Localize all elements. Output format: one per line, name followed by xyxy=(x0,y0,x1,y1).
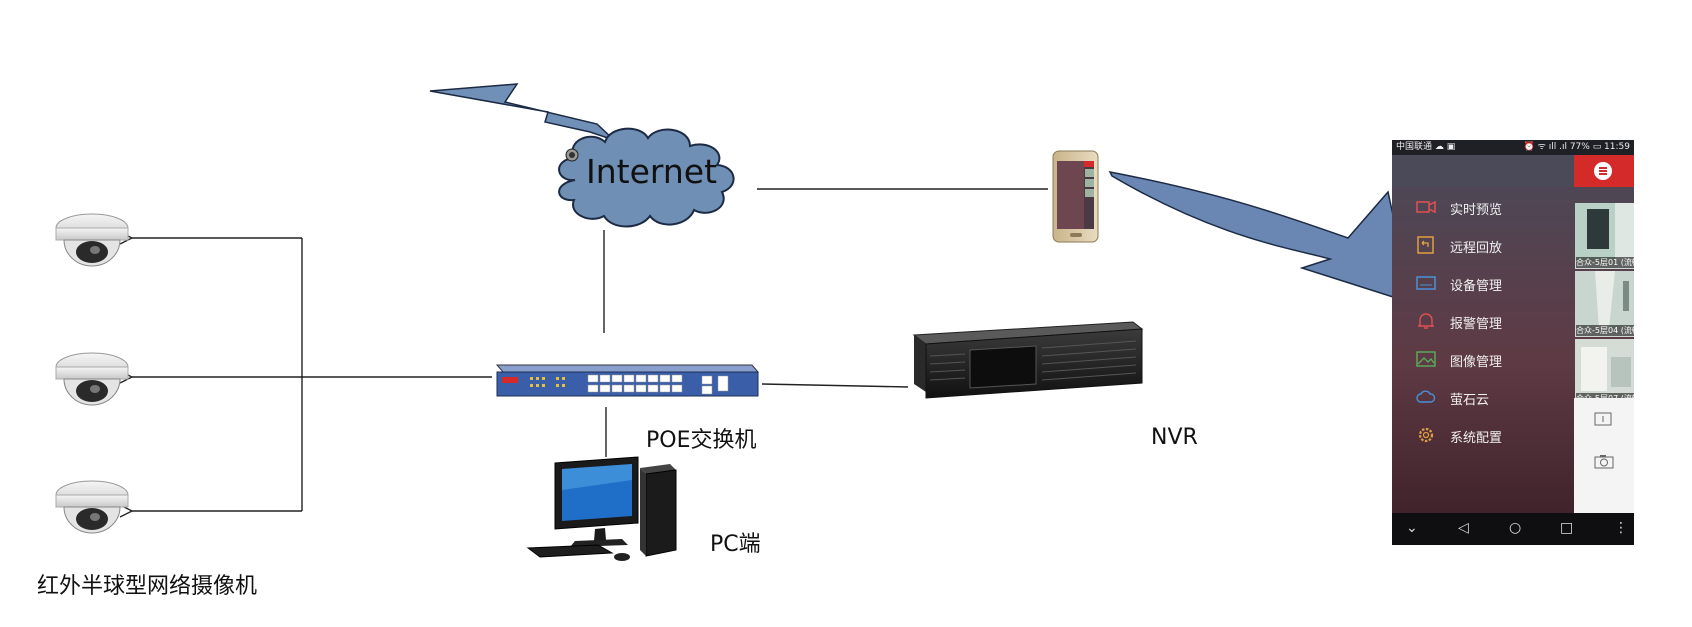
device-icon xyxy=(1416,276,1436,290)
lightning-bolt-icon xyxy=(429,83,615,141)
menu-label: 图像管理 xyxy=(1450,355,1503,370)
camera-snapshot-icon[interactable] xyxy=(1594,454,1614,469)
pc-label: PC端 xyxy=(710,532,761,557)
camera-thumbnail[interactable]: 合众-5层04 (流畅 xyxy=(1575,271,1634,337)
thumbnail-caption: 合众-5层01 (流畅 xyxy=(1576,257,1634,268)
status-bar: 中国联通 ☁ ▣ ⏰ ᯤ ıll .ıl 77% ▭ 11:59 xyxy=(1392,140,1634,155)
menu-label: 实时预览 xyxy=(1450,203,1503,218)
mouse-icon xyxy=(614,553,630,561)
cameras-label: 红外半球型网络摄像机 xyxy=(37,574,258,599)
pc-computer xyxy=(526,456,677,561)
dome-camera-3 xyxy=(55,480,129,534)
menu-item-image-management[interactable]: 图像管理 xyxy=(1392,345,1574,375)
menu-label: 萤石云 xyxy=(1450,393,1490,408)
menu-label: 报警管理 xyxy=(1450,317,1503,332)
nav-hide-button[interactable]: ⌄ xyxy=(1406,520,1418,536)
menu-item-live-preview[interactable]: 实时预览 xyxy=(1392,193,1574,223)
playback-icon xyxy=(1417,236,1434,254)
menu-icon[interactable] xyxy=(1594,162,1612,180)
camera-thumbnail[interactable]: 合众-5层07 (流畅 xyxy=(1575,339,1634,405)
cloud-icon xyxy=(1416,390,1436,403)
menu-label: 设备管理 xyxy=(1450,279,1503,294)
app-topbar xyxy=(1392,155,1574,187)
nav-home-button[interactable]: ○ xyxy=(1509,520,1522,536)
menu-item-alarm-management[interactable]: 报警管理 xyxy=(1392,307,1574,337)
side-toolbar xyxy=(1574,398,1634,513)
nav-more-button[interactable]: ⋮ xyxy=(1614,520,1628,536)
nav-recents-button[interactable]: □ xyxy=(1560,520,1574,536)
android-navbar: ⌄ ◁ ○ □ ⋮ xyxy=(1392,513,1634,545)
dome-camera-2 xyxy=(55,352,129,406)
menu-item-remote-playback[interactable]: 远程回放 xyxy=(1392,231,1574,261)
menu-item-system-config[interactable]: 系统配置 xyxy=(1392,421,1574,451)
smartphone xyxy=(1052,150,1099,243)
status-right: ⏰ ᯤ ıll .ıl 77% ▭ 11:59 xyxy=(1523,142,1630,152)
nvr-device xyxy=(912,321,1144,399)
internet-label: Internet xyxy=(586,152,718,191)
bell-icon xyxy=(1418,313,1434,329)
nav-back-button[interactable]: ◁ xyxy=(1458,520,1469,536)
mobile-app-screen: 中国联通 ☁ ▣ ⏰ ᯤ ıll .ıl 77% ▭ 11:59 实时预览 远程… xyxy=(1392,140,1634,545)
gear-icon xyxy=(1418,427,1434,443)
poe-switch xyxy=(495,364,760,397)
status-left: 中国联通 ☁ ▣ xyxy=(1396,142,1456,152)
menu-item-device-management[interactable]: 设备管理 xyxy=(1392,269,1574,299)
video-camera-icon xyxy=(1416,200,1436,214)
thumbnail-caption: 合众-5层04 (流畅 xyxy=(1576,325,1634,336)
menu-label: 远程回放 xyxy=(1450,241,1503,256)
menu-label: 系统配置 xyxy=(1450,431,1503,446)
dome-camera-1 xyxy=(55,213,129,267)
menu-item-ezviz-cloud[interactable]: 萤石云 xyxy=(1392,383,1574,413)
image-icon xyxy=(1416,351,1436,367)
curved-arrow-icon xyxy=(1108,170,1414,305)
connection-lines xyxy=(132,188,1048,511)
camera-thumbnail[interactable]: 合众-5层01 (流畅 xyxy=(1575,203,1634,269)
nvr-label: NVR xyxy=(1151,425,1198,450)
poe-switch-label: POE交换机 xyxy=(646,428,757,453)
internet-cloud xyxy=(558,127,735,228)
single-view-icon[interactable] xyxy=(1594,412,1612,426)
